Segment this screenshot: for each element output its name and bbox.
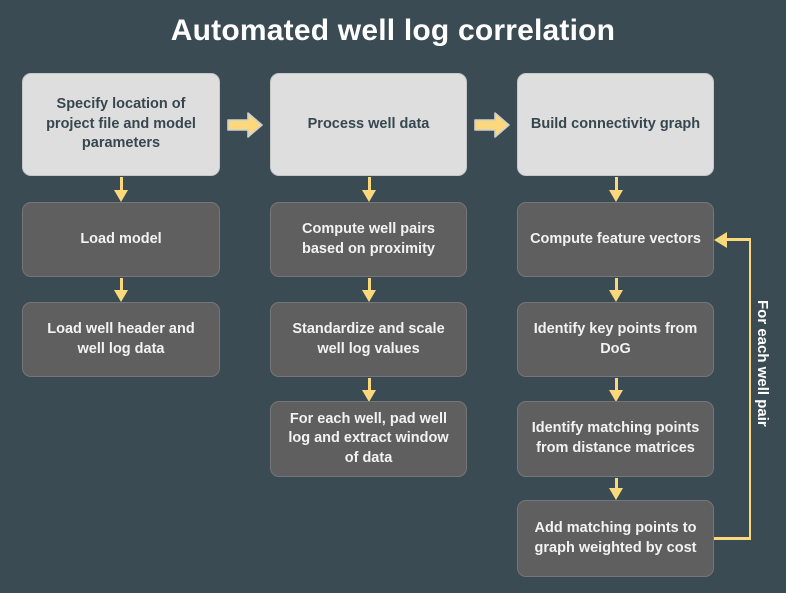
loop-segment-top — [727, 238, 751, 241]
arrow-key-points-to-matching-points — [614, 378, 618, 391]
node-label: For each well, pad well log and extract … — [288, 410, 449, 466]
node-label: Identify matching points from distance m… — [531, 420, 700, 456]
node-identify-key-points-dog[interactable]: Identify key points from DoG — [517, 302, 714, 377]
node-label: Build connectivity graph — [530, 115, 701, 132]
node-label: Standardize and scale well log values — [292, 320, 445, 357]
node-label: Compute well pairs based on proximity — [302, 220, 435, 257]
node-load-well-header-and-log-data[interactable]: Load well header and well log data — [22, 302, 220, 377]
loop-segment-bottom — [714, 537, 751, 540]
node-pad-well-log-extract-window[interactable]: For each well, pad well log and extract … — [270, 401, 467, 477]
node-load-model[interactable]: Load model — [22, 202, 220, 277]
node-label: Add matching points to graph weighted by… — [534, 519, 697, 556]
arrow-standardize-to-pad-window — [367, 378, 371, 391]
node-standardize-scale-values[interactable]: Standardize and scale well log values — [270, 302, 467, 377]
arrow-specify-to-load-model — [119, 177, 123, 191]
node-process-well-data[interactable]: Process well data — [270, 73, 467, 176]
node-label: Load well header and well log data — [47, 320, 195, 357]
node-label: Process well data — [307, 115, 430, 132]
node-add-matching-points-to-graph[interactable]: Add matching points to graph weighted by… — [517, 500, 714, 577]
page-title: Automated well log correlation — [170, 14, 616, 47]
loop-segment-vertical — [748, 239, 751, 539]
stage-arrow-2-icon — [474, 111, 510, 139]
arrow-well-pairs-to-standardize — [367, 278, 371, 291]
node-compute-well-pairs[interactable]: Compute well pairs based on proximity — [270, 202, 467, 277]
stage-arrow-1-icon — [227, 111, 263, 139]
arrow-feature-vectors-to-key-points — [614, 278, 618, 291]
arrow-graph-to-feature-vectors — [614, 177, 618, 191]
node-label: Identify key points from DoG — [533, 320, 698, 357]
arrow-load-model-to-load-well-data — [119, 278, 123, 291]
node-build-connectivity-graph[interactable]: Build connectivity graph — [517, 73, 714, 176]
node-label: Specify location of project file and mod… — [46, 96, 196, 152]
node-label: Compute feature vectors — [530, 230, 701, 247]
loop-label: For each well pair — [754, 300, 771, 427]
loop-arrowhead-icon — [714, 231, 727, 248]
arrow-matching-points-to-add-graph — [614, 478, 618, 489]
arrow-process-to-compute-well-pairs — [367, 177, 371, 191]
node-label: Load model — [80, 230, 162, 247]
node-identify-matching-points[interactable]: Identify matching points from distance m… — [517, 401, 714, 477]
node-compute-feature-vectors[interactable]: Compute feature vectors — [517, 202, 714, 277]
node-specify-inputs[interactable]: Specify location of project file and mod… — [22, 73, 220, 176]
